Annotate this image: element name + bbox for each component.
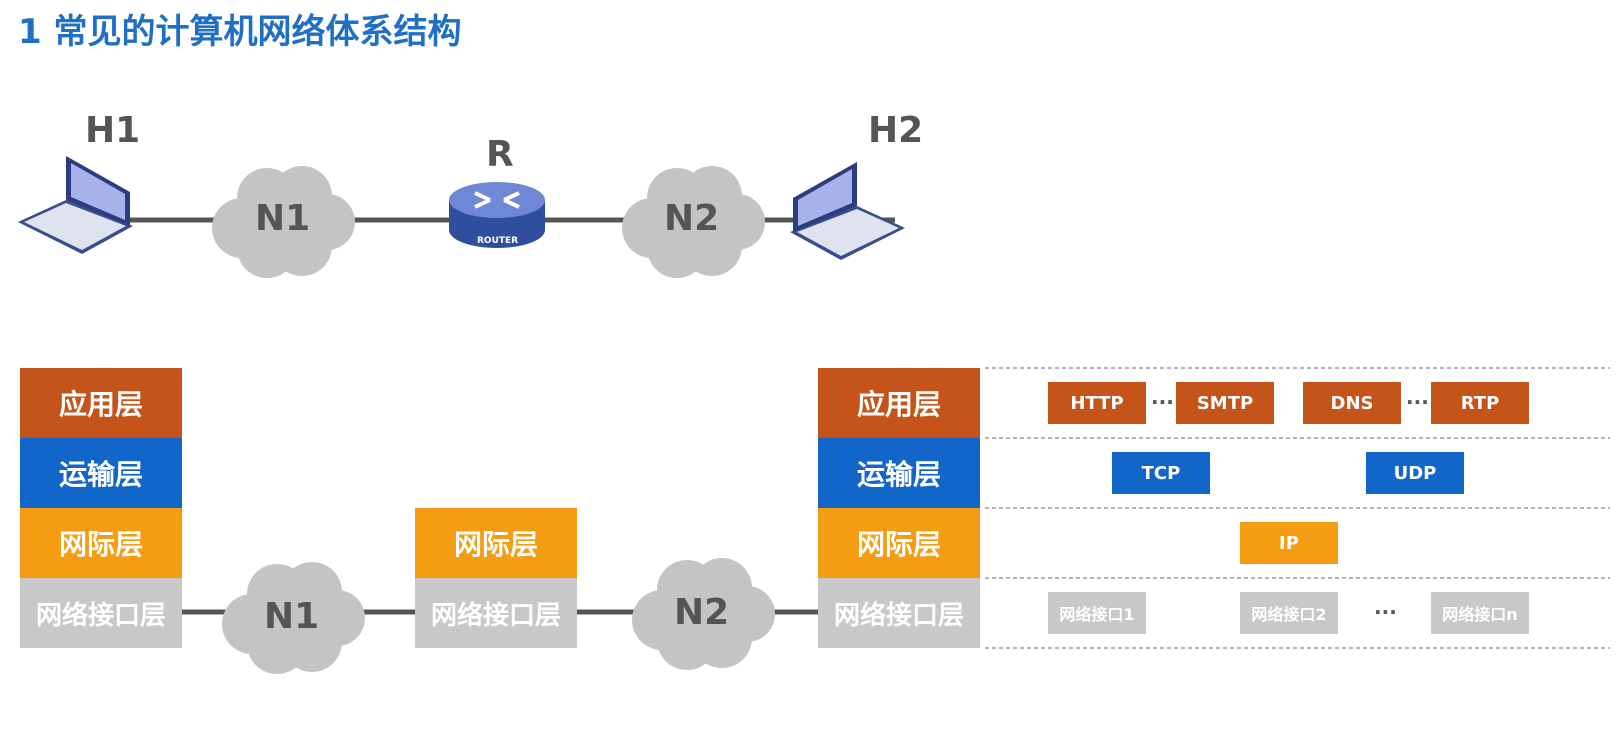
laptop-h2-icon <box>790 162 905 260</box>
bottom-net-n2-label: N2 <box>674 592 730 633</box>
router-internet-layer: 网际层 <box>415 508 577 578</box>
protocol-http: HTTP <box>1048 382 1146 424</box>
router-icon <box>449 182 545 248</box>
net-n2-label: N2 <box>664 198 720 239</box>
link-interface-1: 网络接口1 <box>1048 592 1146 634</box>
router-link-layer: 网络接口层 <box>415 578 577 648</box>
row-separators <box>985 367 1610 649</box>
protocol-dns: DNS <box>1303 382 1401 424</box>
app-ellipsis-2: ··· <box>1406 390 1429 414</box>
right-application-layer: 应用层 <box>818 368 980 438</box>
protocol-ip: IP <box>1240 522 1338 564</box>
left-transport-layer: 运输层 <box>20 438 182 508</box>
protocol-rtp: RTP <box>1431 382 1529 424</box>
laptop-h1-icon <box>18 156 133 254</box>
app-ellipsis-1: ··· <box>1151 390 1174 414</box>
left-internet-layer: 网际层 <box>20 508 182 578</box>
page-title: 1 常见的计算机网络体系结构 <box>18 12 462 52</box>
right-transport-layer: 运输层 <box>818 438 980 508</box>
right-internet-layer: 网际层 <box>818 508 980 578</box>
protocol-smtp: SMTP <box>1176 382 1274 424</box>
link-interface-n: 网络接口n <box>1431 592 1529 634</box>
router-badge: ROUTER <box>477 236 519 246</box>
host-h2-label: H2 <box>868 110 924 151</box>
net-n1-label: N1 <box>255 198 311 239</box>
protocol-tcp: TCP <box>1112 452 1210 494</box>
left-application-layer: 应用层 <box>20 368 182 438</box>
left-link-layer: 网络接口层 <box>20 578 182 648</box>
right-link-layer: 网络接口层 <box>818 578 980 648</box>
router-label: R <box>486 134 514 175</box>
bottom-net-n1-label: N1 <box>264 596 320 637</box>
link-interface-2: 网络接口2 <box>1240 592 1338 634</box>
host-h1-label: H1 <box>85 110 141 151</box>
link-ellipsis: ··· <box>1374 600 1397 624</box>
protocol-udp: UDP <box>1366 452 1464 494</box>
